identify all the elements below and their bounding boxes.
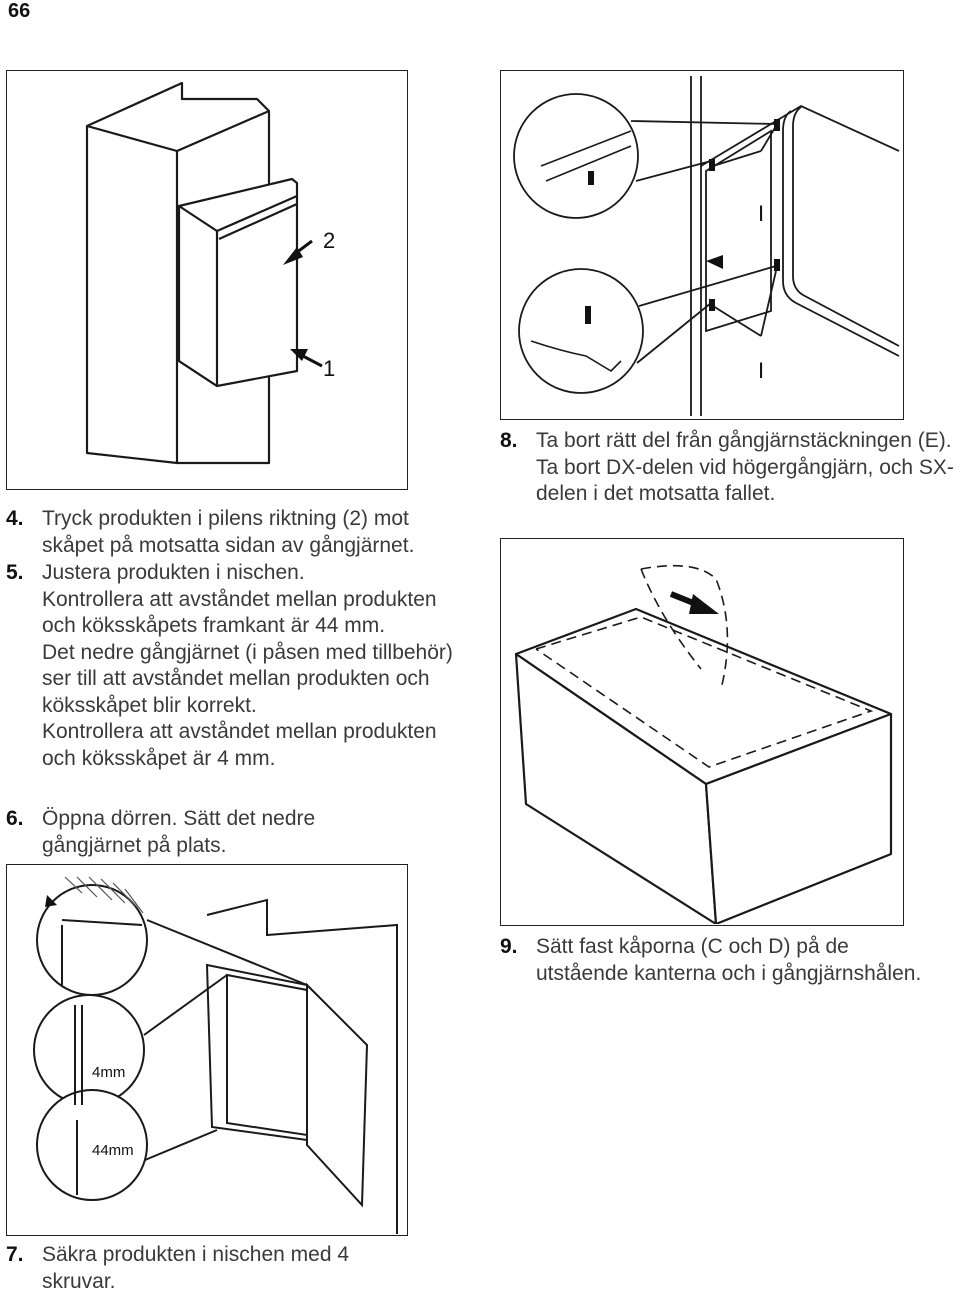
gap-label-4mm: 4mm bbox=[92, 1064, 125, 1081]
arrow-icon bbox=[669, 591, 719, 614]
step-number: 7. bbox=[6, 1243, 24, 1266]
step-text: Ta bort rätt del från gångjärnstäckninge… bbox=[536, 429, 954, 505]
gap-label-44mm: 44mm bbox=[92, 1142, 134, 1159]
screw-label-top: I bbox=[758, 201, 764, 226]
figure-push-appliance: 2 1 bbox=[6, 70, 408, 490]
step-number: 8. bbox=[500, 429, 518, 452]
arrow-push-icon bbox=[283, 239, 313, 265]
step-number: 4. bbox=[6, 507, 24, 530]
step-7: 7. Säkra produkten i nischen med 4 skruv… bbox=[6, 1242, 406, 1295]
step-text: Sätt fast kåporna (C och D) på de utståe… bbox=[536, 935, 922, 985]
arrow-icon bbox=[706, 255, 723, 269]
arrow-slide-icon bbox=[290, 349, 323, 368]
step-number: 6. bbox=[6, 807, 24, 830]
figure-hinge-screws: I I bbox=[500, 70, 904, 420]
step-5: 5. Justera produkten i nischen. Kontroll… bbox=[6, 560, 466, 772]
step-text: Tryck produkten i pilens riktning (2) mo… bbox=[42, 507, 415, 557]
figure-gap-check: 4mm 44mm bbox=[6, 864, 408, 1236]
step-text: Öppna dörren. Sätt det nedre gångjärnet … bbox=[42, 807, 316, 857]
cabinet-illustration: 2 1 bbox=[85, 81, 335, 465]
gap-illustration: 4mm 44mm bbox=[33, 876, 398, 1234]
step-8: 8. Ta bort rätt del från gångjärnstäckni… bbox=[500, 428, 958, 508]
step-number: 9. bbox=[500, 935, 518, 958]
page-number: 66 bbox=[8, 0, 31, 22]
step-9: 9. Sätt fast kåporna (C och D) på de uts… bbox=[500, 934, 940, 987]
arrow-label-push: 2 bbox=[323, 228, 335, 253]
step-number: 5. bbox=[6, 561, 24, 584]
step-text: Säkra produkten i nischen med 4 skruvar. bbox=[42, 1243, 350, 1293]
step-6: 6. Öppna dörren. Sätt det nedre gångjärn… bbox=[6, 806, 406, 859]
hinge-illustration: I I bbox=[513, 76, 900, 416]
step-text: Justera produkten i nischen. Kontrollera… bbox=[42, 561, 453, 770]
step-4: 4. Tryck produkten i pilens riktning (2)… bbox=[6, 506, 466, 559]
arrow-label-slide: 1 bbox=[323, 356, 335, 381]
cover-illustration bbox=[514, 564, 893, 924]
screw-label-bottom: I bbox=[758, 358, 764, 383]
figure-hinge-cover bbox=[500, 538, 904, 926]
